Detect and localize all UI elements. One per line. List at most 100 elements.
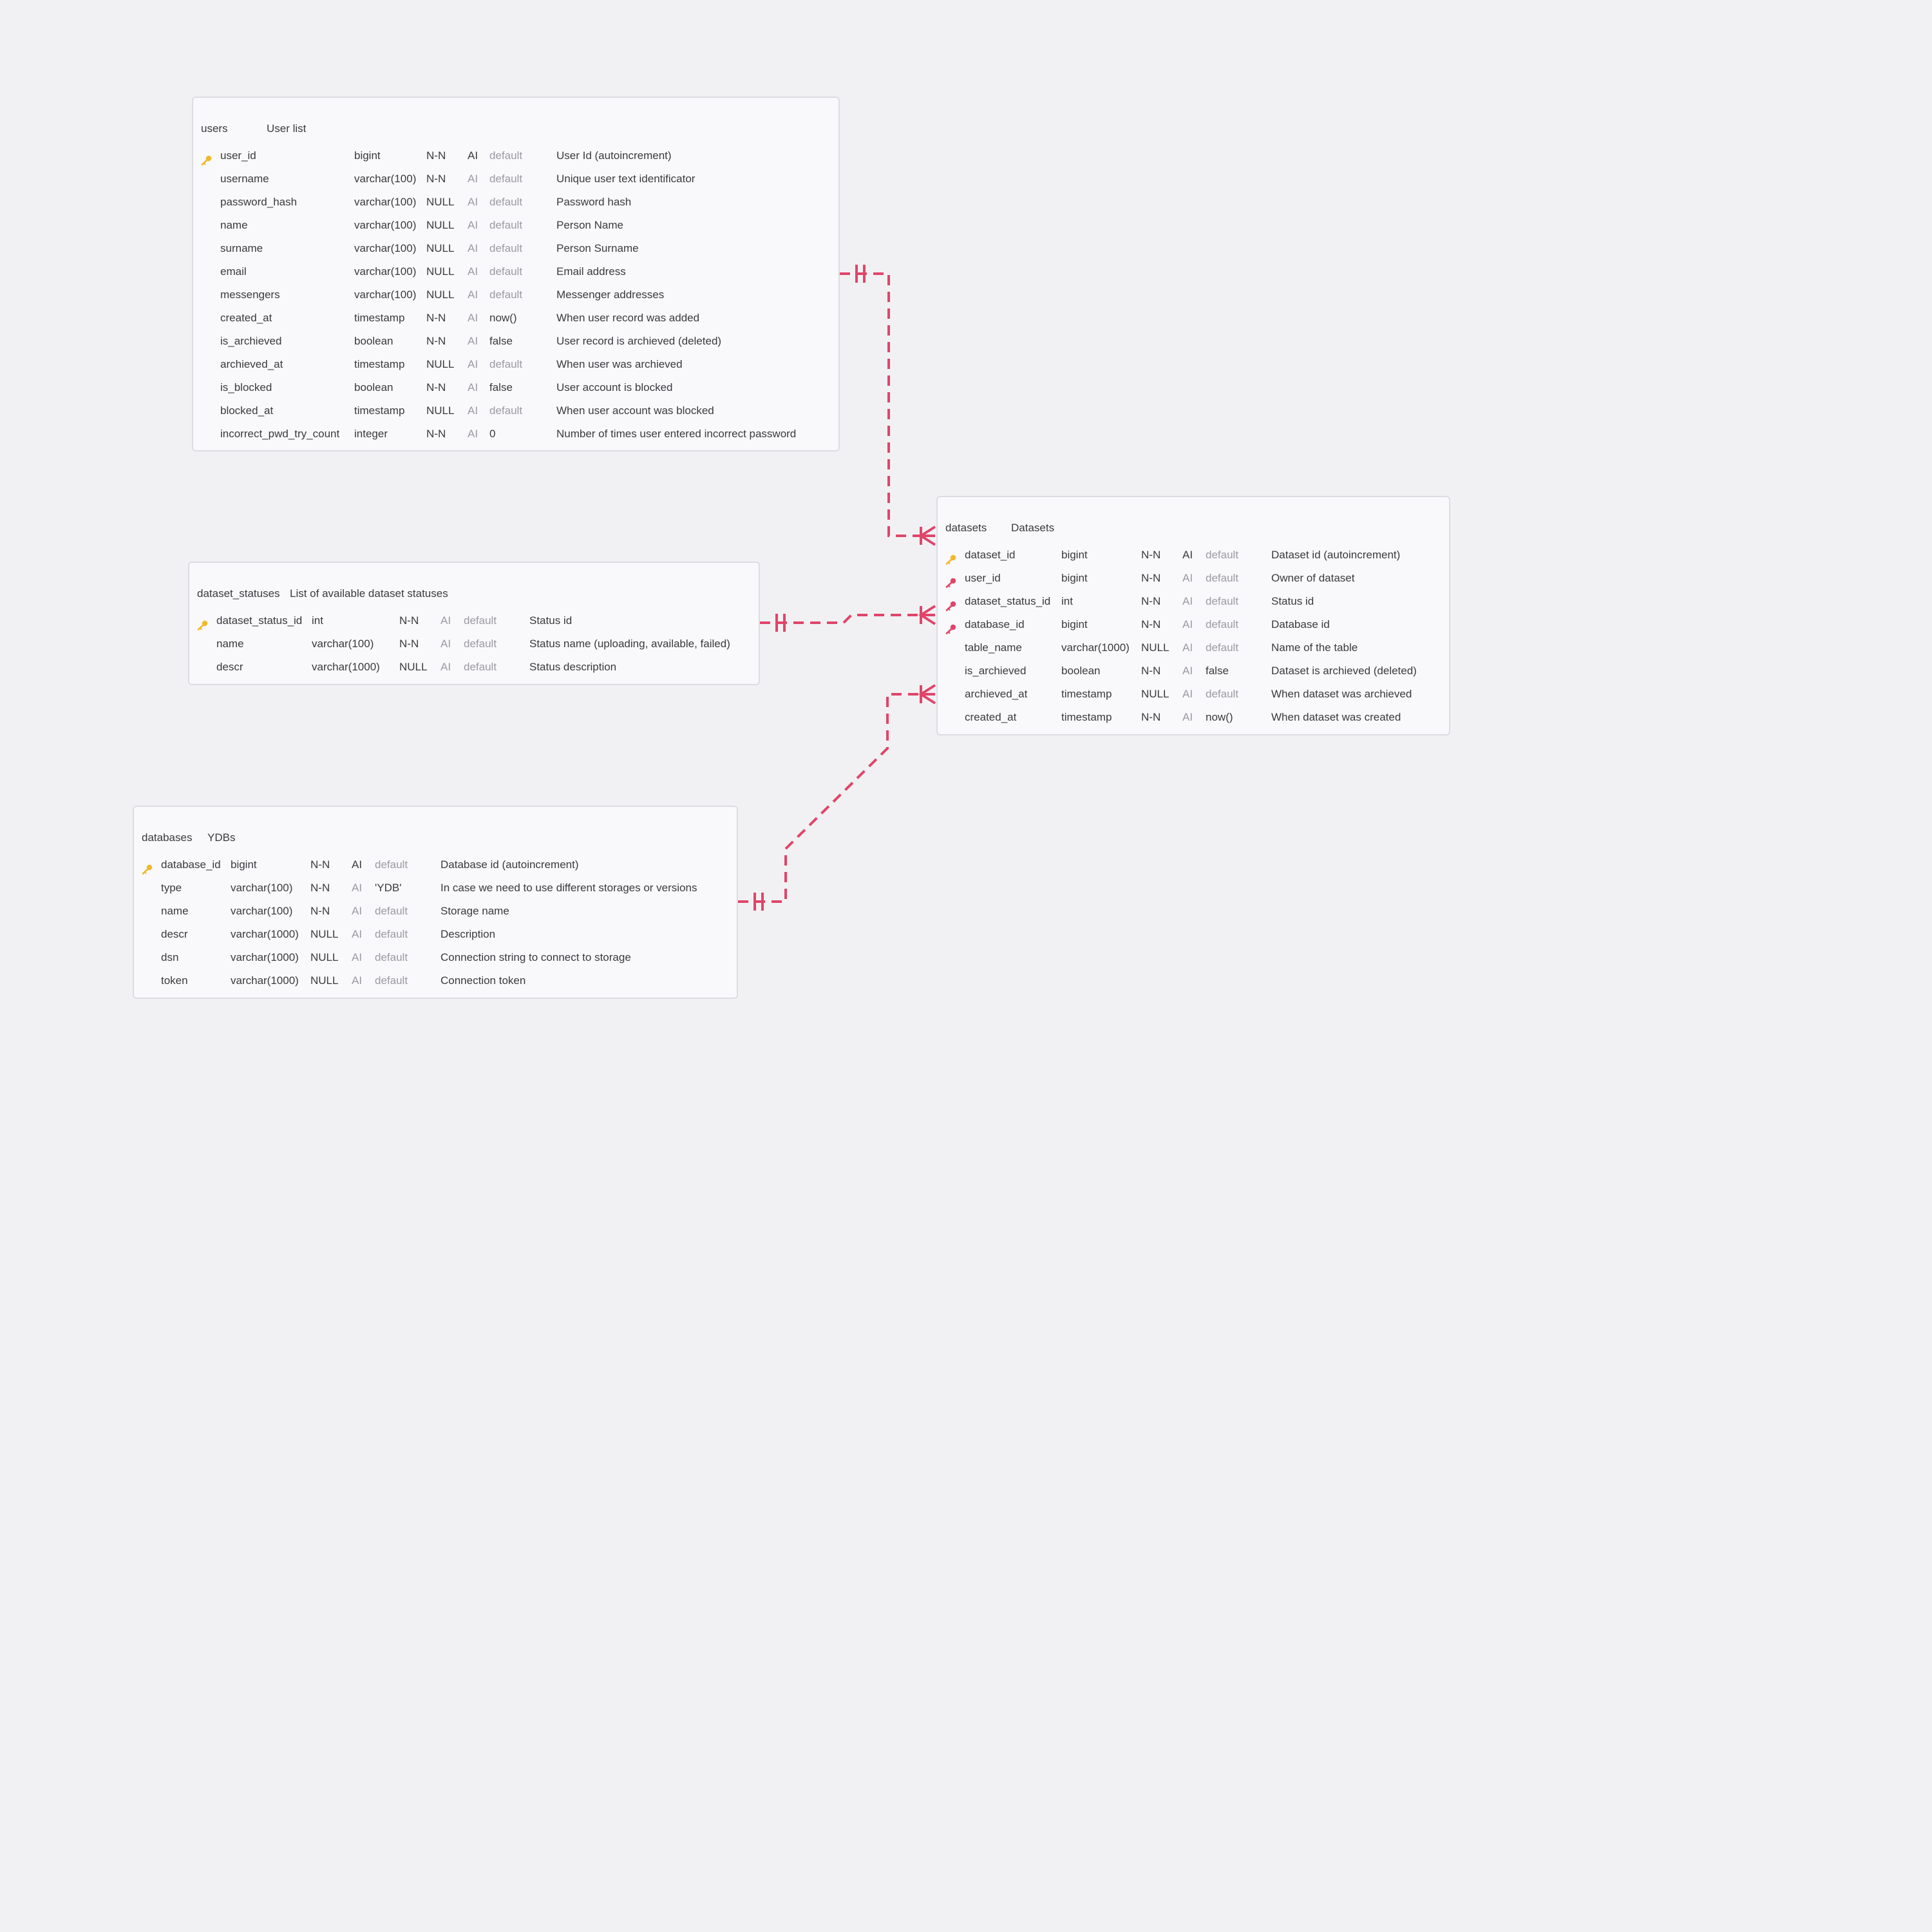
column-comment: Name of the table <box>1271 641 1358 654</box>
column-nullable: NULL <box>1141 641 1170 654</box>
column-nullable: NULL <box>426 242 455 254</box>
column-default: default <box>489 358 523 370</box>
column-type: varchar(1000) <box>1061 641 1130 654</box>
table-comment: YDBs <box>207 831 236 844</box>
column-comment: In case we need to use different storage… <box>440 882 697 894</box>
column-nullable: N-N <box>426 173 446 185</box>
column-type: varchar(100) <box>354 219 417 231</box>
column-comment: Status id <box>1271 595 1314 607</box>
column-name: password_hash <box>220 196 298 208</box>
column-type: varchar(100) <box>354 265 417 278</box>
column-comment: Status id <box>529 614 573 627</box>
column-nullable: NULL <box>310 928 339 940</box>
column-type: timestamp <box>1061 711 1112 723</box>
column-comment: Database id <box>1271 618 1330 630</box>
table-name: datasets <box>945 522 987 534</box>
column-nullable: NULL <box>310 951 339 963</box>
column-default: now() <box>1206 711 1233 723</box>
column-default: default <box>1206 688 1239 700</box>
column-comment: Status description <box>529 661 617 673</box>
column-type: timestamp <box>354 404 405 417</box>
column-type: bigint <box>1061 572 1088 584</box>
column-comment: Connection token <box>440 974 526 987</box>
column-name: archieved_at <box>220 358 283 370</box>
column-default: 'YDB' <box>375 882 402 894</box>
column-nullable: NULL <box>426 265 455 278</box>
table-name: users <box>201 122 228 135</box>
column-name: created_at <box>965 711 1017 723</box>
column-comment: When user record was added <box>556 312 700 324</box>
column-nullable: NULL <box>426 196 455 208</box>
table-dataset-statuses[interactable]: dataset_statuses List of available datas… <box>188 562 760 685</box>
column-nullable: N-N <box>1141 711 1161 723</box>
column-comment: Dataset id (autoincrement) <box>1271 549 1401 561</box>
column-name: name <box>216 638 244 650</box>
column-name: descr <box>161 928 188 940</box>
column-comment: User record is archieved (deleted) <box>556 335 722 347</box>
column-autoincrement: AI <box>1182 618 1193 630</box>
column-autoincrement: AI <box>1182 549 1193 561</box>
column-type: boolean <box>354 381 393 393</box>
column-name: created_at <box>220 312 272 324</box>
column-type: integer <box>354 428 388 440</box>
column-autoincrement: AI <box>468 242 478 254</box>
column-default: default <box>489 219 523 231</box>
column-default: default <box>375 928 408 940</box>
column-name: messengers <box>220 289 280 301</box>
column-autoincrement: AI <box>468 428 478 440</box>
column-comment: Description <box>440 928 496 940</box>
column-autoincrement: AI <box>352 928 363 940</box>
column-autoincrement: AI <box>468 404 478 417</box>
column-type: bigint <box>354 149 381 162</box>
column-type: timestamp <box>354 358 405 370</box>
column-autoincrement: AI <box>468 335 478 347</box>
column-type: boolean <box>1061 665 1101 677</box>
column-type: int <box>312 614 323 627</box>
table-comment: List of available dataset statuses <box>290 587 448 600</box>
column-default: default <box>1206 595 1239 607</box>
column-default: default <box>489 404 523 417</box>
column-type: varchar(100) <box>354 173 417 185</box>
column-name: type <box>161 882 182 894</box>
column-name: incorrect_pwd_try_count <box>220 428 340 440</box>
column-autoincrement: AI <box>440 661 451 673</box>
column-type: varchar(1000) <box>231 974 299 987</box>
relation-statuses-datasets <box>760 614 935 624</box>
column-default: default <box>1206 549 1239 561</box>
column-autoincrement: AI <box>352 858 363 871</box>
